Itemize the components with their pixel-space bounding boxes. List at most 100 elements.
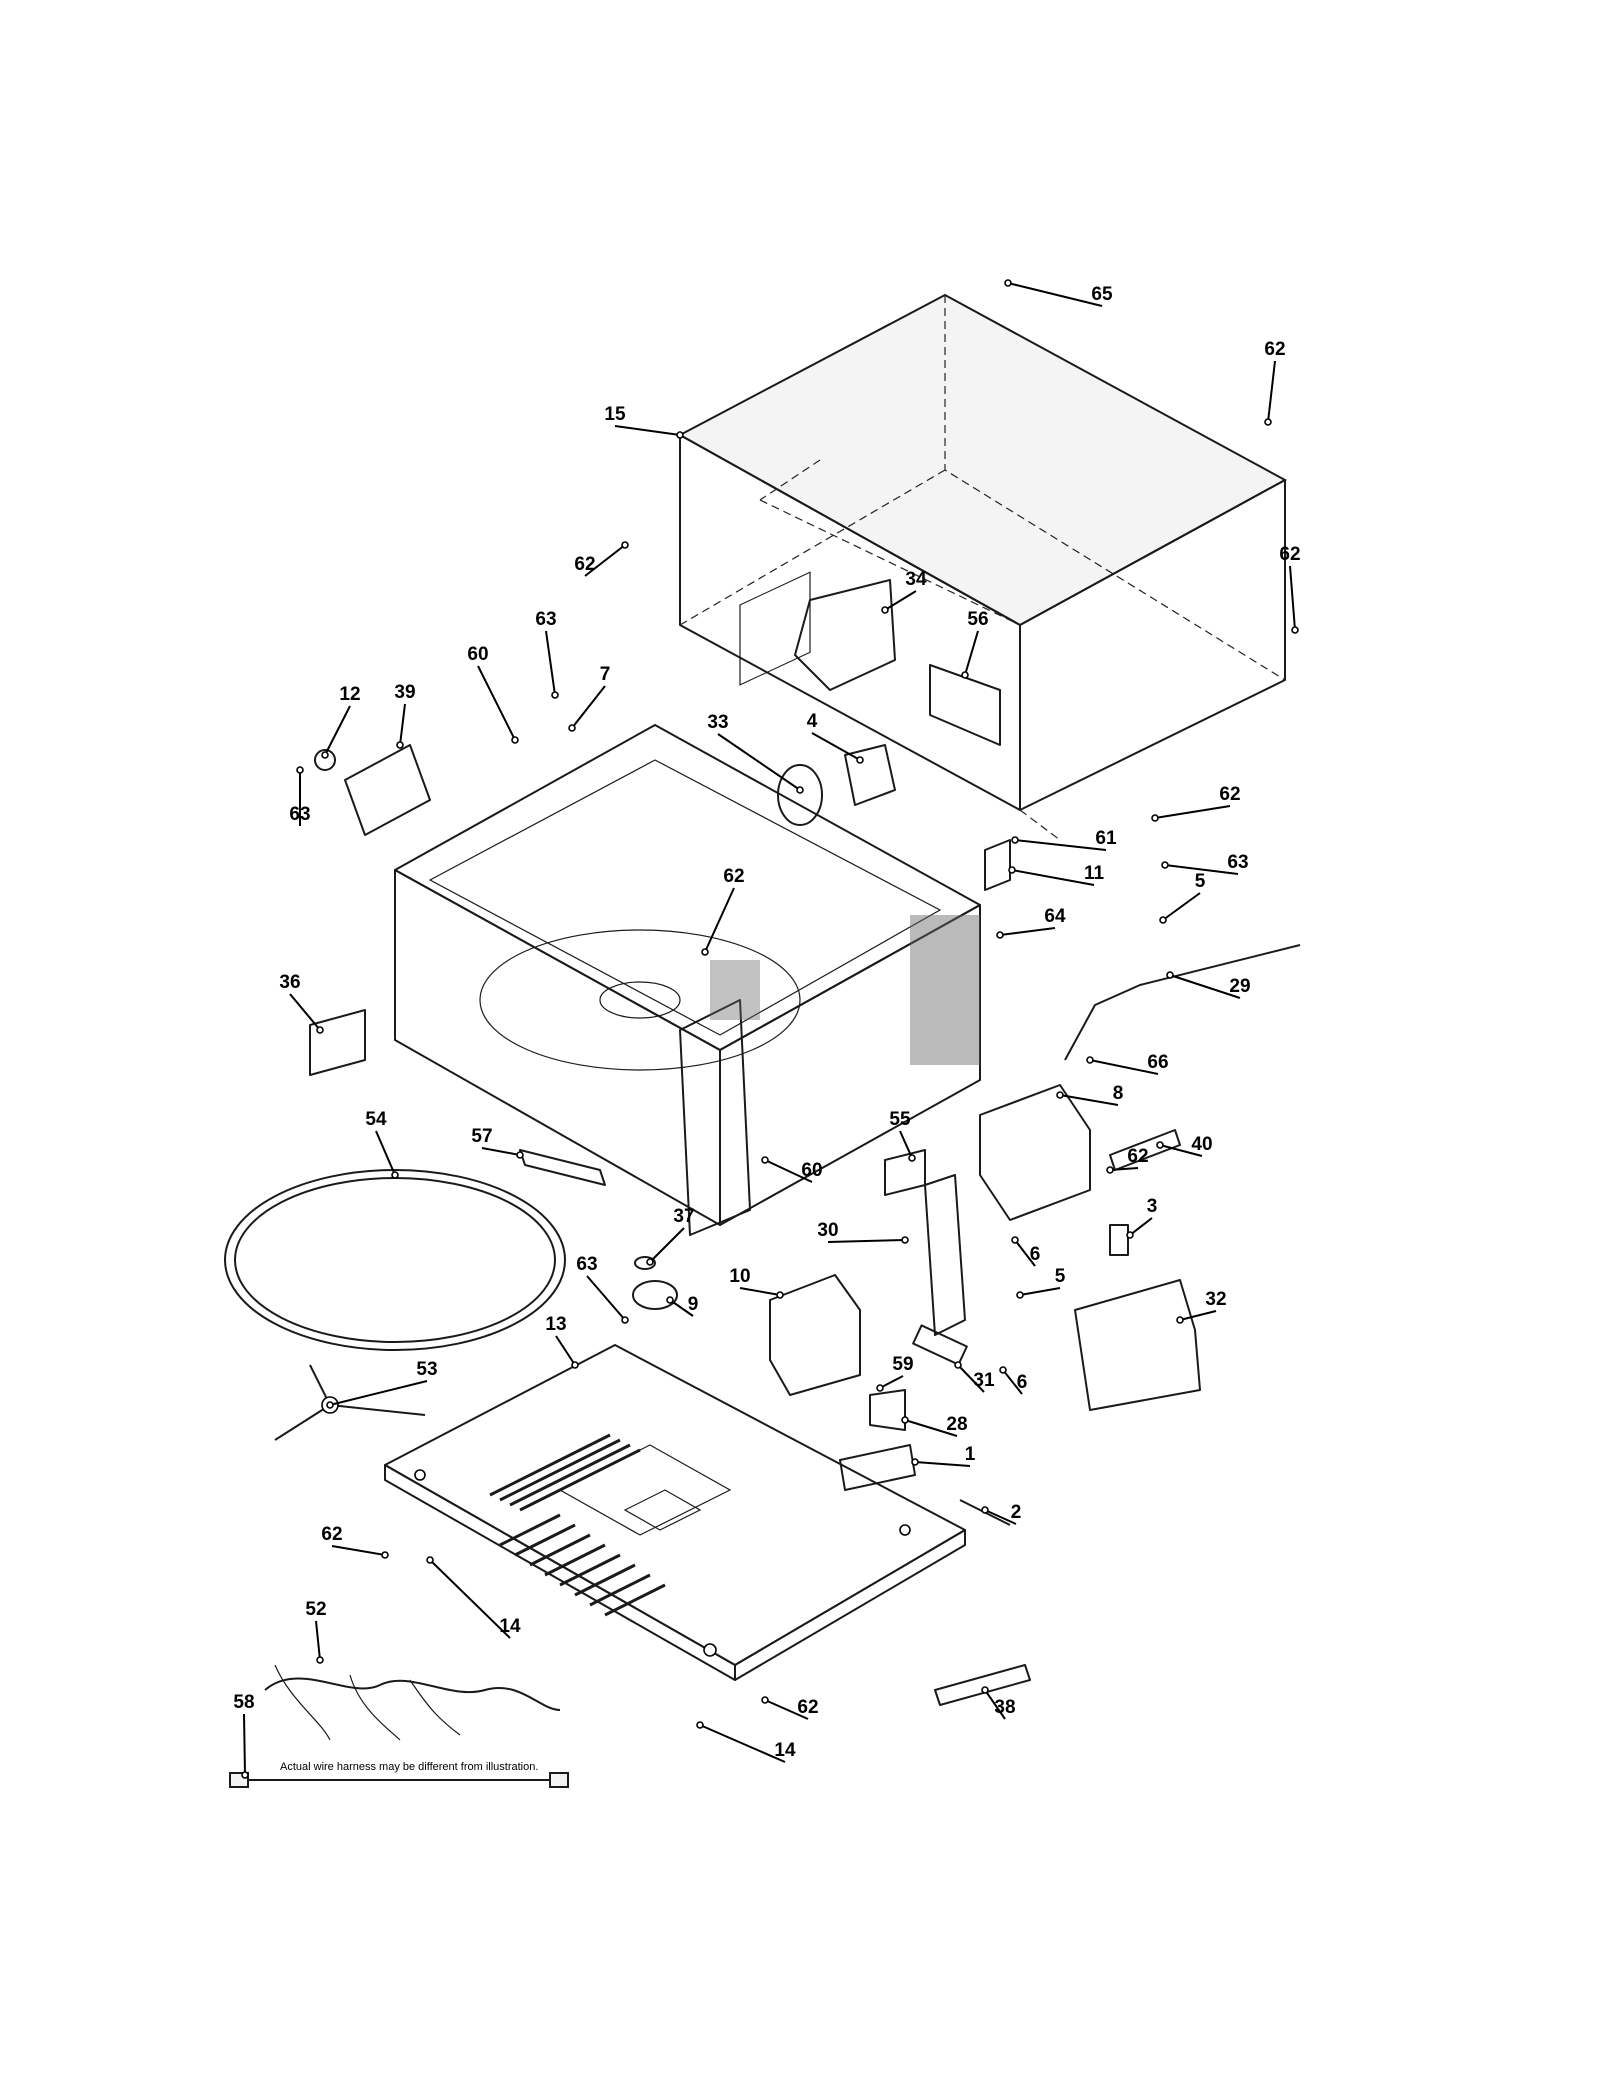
callout-32: 32	[1205, 1289, 1226, 1310]
leader-line	[1267, 360, 1276, 423]
leader-target	[621, 541, 629, 549]
leader-target	[1161, 861, 1169, 869]
leader-target	[1008, 866, 1016, 874]
callout-62: 62	[574, 554, 595, 575]
leader-target	[999, 1366, 1007, 1374]
leader-target	[321, 751, 329, 759]
interlock-30	[924, 1174, 966, 1336]
callout-34: 34	[905, 569, 927, 590]
harness-note: Actual wire harness may be different fro…	[280, 1761, 538, 1773]
leader-target	[1159, 916, 1167, 924]
leader-target	[666, 1296, 674, 1304]
leader-target	[326, 1401, 334, 1409]
callout-62: 62	[1264, 339, 1285, 360]
leader-line	[1109, 1167, 1139, 1171]
roller-support	[274, 1364, 426, 1441]
label-36	[309, 1009, 366, 1076]
transformer-8	[979, 1084, 1091, 1221]
leader-target	[316, 1656, 324, 1664]
leader-line	[899, 1130, 913, 1159]
leader-target	[511, 736, 519, 744]
callout-4: 4	[807, 711, 818, 732]
callout-57: 57	[471, 1126, 492, 1147]
leader-line	[331, 1545, 386, 1556]
callout-36: 36	[279, 972, 300, 993]
leader-line	[999, 927, 1056, 936]
air-duct	[794, 579, 896, 691]
fuse-holder-31	[912, 1324, 968, 1366]
leader-line	[1162, 892, 1201, 921]
leader-line	[545, 630, 556, 696]
callout-28: 28	[946, 1414, 967, 1435]
callout-3: 3	[1147, 1196, 1158, 1217]
callout-33: 33	[707, 712, 728, 733]
leader-target	[1156, 1141, 1164, 1149]
leader-target	[961, 671, 969, 679]
leader-line	[555, 1335, 576, 1366]
leader-line	[879, 1375, 904, 1389]
callout-65: 65	[1091, 284, 1113, 305]
leader-target	[1011, 836, 1019, 844]
leader-line	[1289, 565, 1296, 631]
coupler-37	[634, 1256, 656, 1270]
leader-line	[739, 1287, 781, 1296]
callout-54: 54	[365, 1109, 387, 1130]
leader-target	[981, 1506, 989, 1514]
leader-target	[908, 1154, 916, 1162]
leader-target	[954, 1361, 962, 1369]
oven-cavity	[394, 571, 981, 1236]
leader-target	[1291, 626, 1299, 634]
callout-61: 61	[1095, 828, 1117, 849]
leader-line	[399, 703, 406, 746]
callout-62: 62	[723, 866, 744, 887]
turntable-ring	[224, 1169, 566, 1351]
callout-38: 38	[994, 1697, 1015, 1718]
leader-line	[964, 630, 979, 676]
leader-line	[1169, 974, 1241, 999]
callout-40: 40	[1191, 1134, 1212, 1155]
leader-target	[1126, 1231, 1134, 1239]
leader-line	[1164, 864, 1239, 875]
leader-target	[1151, 814, 1159, 822]
callout-62: 62	[1127, 1146, 1148, 1167]
duct-32	[1074, 1279, 1201, 1411]
callout-52: 52	[305, 1599, 326, 1620]
leader-line	[584, 544, 626, 577]
callout-14: 14	[774, 1740, 796, 1761]
fan-blade	[777, 764, 823, 826]
callout-59: 59	[892, 1354, 913, 1375]
label-55	[884, 1149, 926, 1196]
leader-target	[881, 606, 889, 614]
callout-55: 55	[889, 1109, 911, 1130]
leader-target	[776, 1291, 784, 1299]
callout-10: 10	[729, 1266, 750, 1287]
leader-target	[241, 1771, 249, 1779]
leader-line	[586, 1275, 626, 1321]
leader-line	[669, 1299, 694, 1317]
leader-line	[699, 1724, 786, 1763]
leader-line	[649, 1227, 685, 1263]
callout-12: 12	[339, 684, 360, 705]
base-plate	[384, 1344, 966, 1681]
callout-66: 66	[1147, 1052, 1168, 1073]
fan-motor	[844, 744, 896, 806]
leader-line	[315, 1620, 321, 1661]
callout-62: 62	[797, 1697, 818, 1718]
label-56	[929, 664, 1001, 746]
leader-target	[996, 931, 1004, 939]
clamp-28	[869, 1389, 906, 1431]
switch-11	[984, 839, 1011, 891]
callout-5: 5	[1055, 1266, 1066, 1287]
leader-line	[764, 1699, 809, 1720]
leader-line	[429, 1559, 511, 1639]
callout-8: 8	[1113, 1083, 1124, 1104]
leader-target	[296, 766, 304, 774]
callout-30: 30	[817, 1220, 838, 1241]
leader-line	[1014, 1239, 1036, 1267]
leader-lines	[241, 279, 1299, 1779]
leader-target	[911, 1458, 919, 1466]
leader-line	[289, 993, 321, 1031]
leader-line	[571, 685, 606, 729]
